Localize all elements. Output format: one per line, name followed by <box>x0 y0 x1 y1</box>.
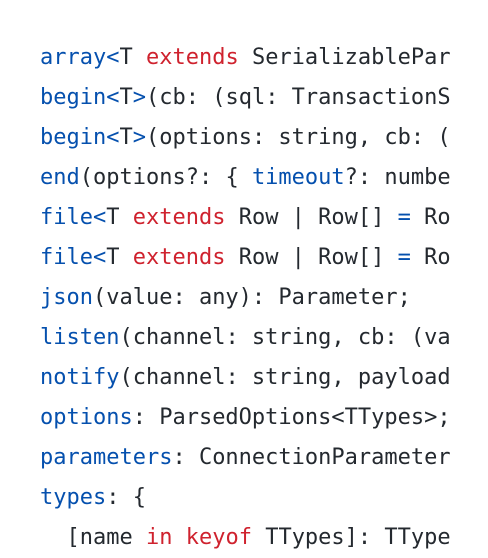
code-token: T <box>119 45 146 70</box>
code-token: types <box>40 485 107 510</box>
code-token: begin <box>40 85 107 110</box>
code-token: T <box>119 85 133 110</box>
code-token: timeout <box>251 165 345 190</box>
code-token: < <box>92 205 107 230</box>
code-line: end(options?: { timeout?: numbe <box>40 158 451 198</box>
code-token: : ParsedOptions<TTypes>; <box>132 405 451 430</box>
code-line: begin<T>(cb: (sql: TransactionS <box>40 78 451 118</box>
code-token: = <box>397 205 411 230</box>
code-token: T <box>119 125 133 150</box>
code-token: parameters <box>40 445 173 470</box>
code-token: (channel: string, cb: (va <box>119 325 451 350</box>
code-line: array<T extends SerializablePar <box>40 38 451 78</box>
code-token: < <box>106 125 120 150</box>
code-token: Row | Row[] <box>225 245 398 270</box>
code-token: file <box>40 205 93 230</box>
code-token: < <box>106 85 120 110</box>
code-token: Ro <box>410 245 451 270</box>
code-line: listen(channel: string, cb: (va <box>40 318 451 358</box>
code-token: json <box>40 285 93 310</box>
code-line: options: ParsedOptions<TTypes>; <box>40 398 451 438</box>
code-token: options <box>40 405 133 430</box>
code-token: extends <box>132 205 226 230</box>
code-token: < <box>92 245 107 270</box>
code-line: parameters: ConnectionParameter <box>40 438 451 478</box>
code-token: (options?: { <box>79 165 252 190</box>
code-token: notify <box>40 365 120 390</box>
code-token: : { <box>106 485 146 510</box>
code-token: TTypes]: TType <box>251 525 451 550</box>
code-line: [name in keyof TTypes]: TType <box>40 518 451 558</box>
code-token: extends <box>132 245 226 270</box>
code-line: types: { <box>40 478 451 518</box>
code-line: file<T extends Row | Row[] = Ro <box>40 198 451 238</box>
code-token: file <box>40 245 93 270</box>
code-token: (value: any): Parameter; <box>92 285 411 310</box>
code-token: (cb: (sql: TransactionS <box>145 85 451 110</box>
code-token: = <box>397 245 411 270</box>
code-token: > <box>132 125 146 150</box>
code-token: ?: numbe <box>344 165 451 190</box>
code-token: (channel: string, payload <box>119 365 451 390</box>
code-token: (options: string, cb: ( <box>145 125 451 150</box>
code-token: keyof <box>185 525 252 550</box>
code-line: notify(channel: string, payload <box>40 358 451 398</box>
code-token: begin <box>40 125 107 150</box>
code-token: T <box>106 245 133 270</box>
code-token: : ConnectionParameter <box>172 445 451 470</box>
code-token: [name <box>40 525 146 550</box>
code-token: Row | Row[] <box>225 205 398 230</box>
code-token: > <box>132 85 146 110</box>
code-token: listen <box>40 325 120 350</box>
code-token: Ro <box>410 205 451 230</box>
code-token <box>172 525 185 550</box>
code-token: extends <box>145 45 239 70</box>
code-token: array <box>40 45 107 70</box>
code-line: file<T extends Row | Row[] = Ro <box>40 238 451 278</box>
code-token: in <box>145 525 173 550</box>
code-token: T <box>106 205 133 230</box>
code-line: begin<T>(options: string, cb: ( <box>40 118 451 158</box>
code-token: end <box>40 165 80 190</box>
code-token: < <box>106 45 120 70</box>
code-token: SerializablePar <box>238 45 451 70</box>
code-line: json(value: any): Parameter; <box>40 278 451 318</box>
